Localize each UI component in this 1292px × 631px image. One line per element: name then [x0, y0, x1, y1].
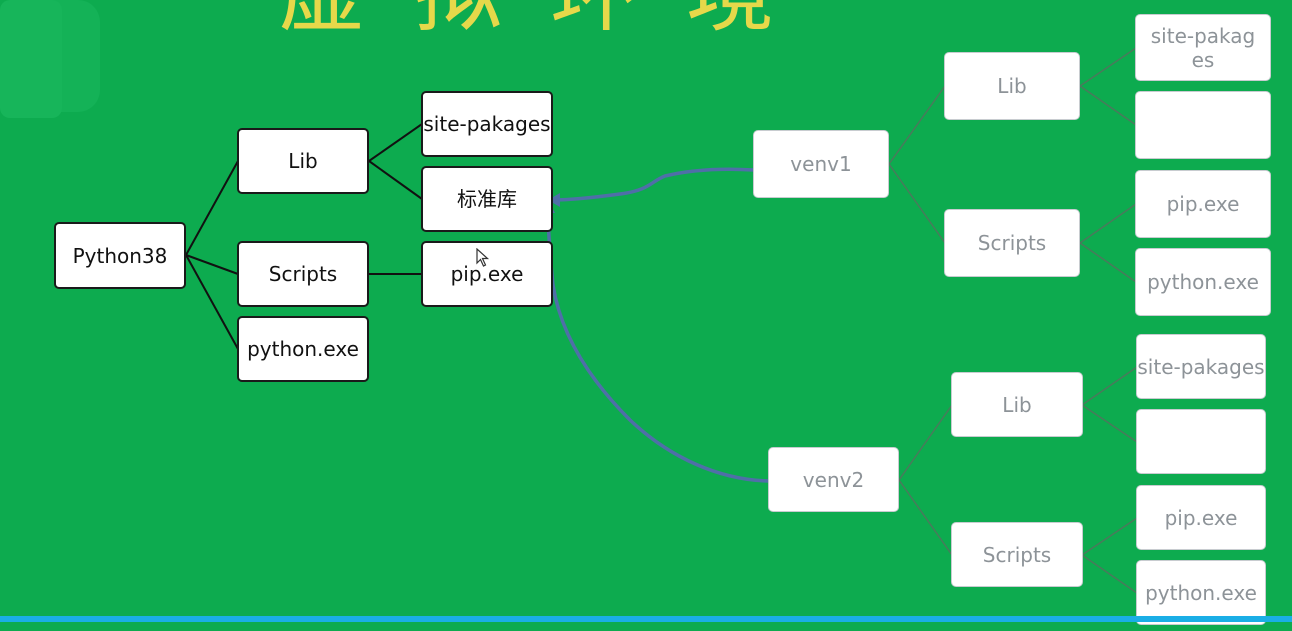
- link-venv2-scripts-python-exe: [1081, 554, 1138, 594]
- link-python38-scripts: [185, 254, 239, 275]
- node-venv2-site-pakages: site-pakages: [1136, 334, 1266, 399]
- node-stdlib: 标准库: [421, 166, 553, 232]
- node-python38: Python38: [54, 222, 186, 289]
- node-venv1-python-exe: python.exe: [1135, 248, 1271, 316]
- arrow-venv2-to-stdlib: [546, 206, 771, 483]
- link-python38-lib: [185, 160, 239, 256]
- link-venv2-scripts-pip-exe: [1081, 517, 1138, 556]
- node-venv2-lib: Lib: [951, 372, 1083, 437]
- arrow-head-venv1: [548, 193, 560, 207]
- node-pip-exe: pip.exe: [421, 241, 553, 307]
- node-venv1-empty: [1135, 91, 1271, 159]
- node-venv2-scripts: Scripts: [951, 522, 1083, 587]
- node-python-exe: python.exe: [237, 316, 369, 382]
- arrow-venv1-to-stdlib: [551, 167, 756, 202]
- node-venv1-lib: Lib: [944, 52, 1080, 120]
- link-lib-site-pakages: [368, 123, 423, 162]
- link-python38-python-exe: [185, 254, 239, 350]
- node-venv2-python-exe: python.exe: [1136, 560, 1266, 625]
- node-scripts: Scripts: [237, 241, 369, 307]
- node-venv2-pip-exe: pip.exe: [1136, 485, 1266, 550]
- link-venv2-lib-site-pakages: [1081, 366, 1138, 406]
- link-venv2-lib-empty: [1081, 404, 1138, 443]
- corner-decoration: [0, 0, 100, 118]
- node-venv1-site-pakages: site-pakages: [1135, 14, 1271, 81]
- link-venv2-lib: [898, 404, 953, 481]
- node-venv2-empty: [1136, 409, 1266, 474]
- node-venv1: venv1: [753, 130, 889, 198]
- link-venv1-lib-empty: [1079, 85, 1137, 126]
- link-venv1-lib: [888, 85, 946, 165]
- node-venv1-pip-exe: pip.exe: [1135, 170, 1271, 238]
- node-venv1-scripts: Scripts: [944, 209, 1080, 277]
- node-site-pakages: site-pakages: [421, 91, 553, 157]
- link-venv2-scripts: [898, 479, 953, 556]
- progress-bar: [0, 616, 1292, 622]
- link-venv1-lib-site-pakages: [1079, 47, 1137, 87]
- page-title: 虚拟环境: [278, 0, 978, 38]
- link-venv1-scripts-pip-exe: [1079, 203, 1137, 244]
- mouse-cursor-icon: [476, 248, 490, 267]
- link-venv1-scripts: [888, 163, 946, 244]
- link-lib-stdlib: [368, 160, 423, 200]
- link-venv1-scripts-python-exe: [1079, 242, 1137, 283]
- node-venv2: venv2: [768, 447, 899, 512]
- node-lib: Lib: [237, 128, 369, 194]
